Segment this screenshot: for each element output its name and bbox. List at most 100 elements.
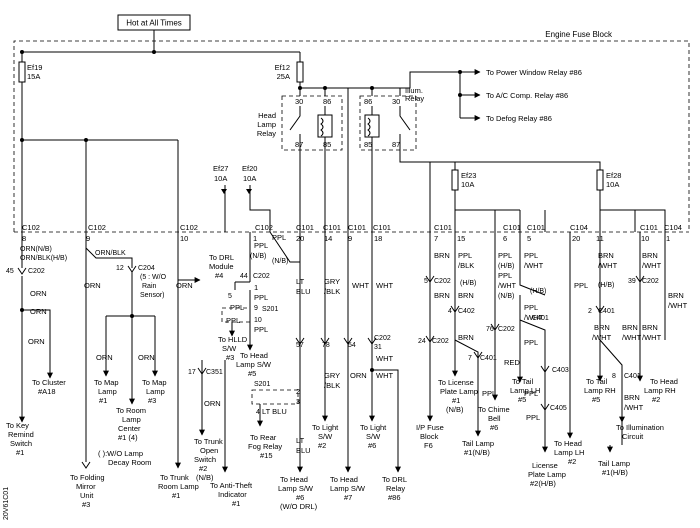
- svg-text:2: 2: [296, 389, 300, 396]
- svg-text:ORN: ORN: [204, 399, 221, 408]
- svg-text:C202: C202: [432, 338, 449, 345]
- svg-text:S/W: S/W: [318, 432, 333, 441]
- fuse-ef19: Ef19: [27, 63, 42, 72]
- svg-text:ORN: ORN: [28, 337, 45, 346]
- svg-text:C202: C202: [434, 278, 451, 285]
- svg-text:GRY: GRY: [324, 277, 340, 286]
- svg-text:To Head: To Head: [650, 377, 678, 386]
- svg-text:( ):W/O Lamp: ( ):W/O Lamp: [98, 449, 143, 458]
- svg-text:C104: C104: [570, 223, 588, 232]
- svg-text:PPL: PPL: [524, 389, 538, 398]
- svg-text:To Tail: To Tail: [512, 377, 533, 386]
- svg-text:3: 3: [296, 399, 300, 406]
- svg-text:C202: C202: [642, 278, 659, 285]
- svg-text:BLU: BLU: [296, 287, 311, 296]
- svg-text:1: 1: [666, 234, 670, 243]
- svg-text:2: 2: [588, 308, 592, 315]
- fuse-block-outline: [13, 40, 690, 232]
- svg-text:86: 86: [323, 97, 331, 106]
- svg-text:10A: 10A: [606, 180, 619, 189]
- svg-text:Head: Head: [258, 111, 276, 120]
- svg-text:BRN: BRN: [598, 251, 614, 260]
- svg-text:ORN/BLK: ORN/BLK: [95, 250, 126, 257]
- svg-text:9: 9: [86, 234, 90, 243]
- svg-text:To Room: To Room: [116, 406, 146, 415]
- fuse-ef20: Ef20: [242, 164, 257, 173]
- svg-text:12: 12: [116, 265, 124, 272]
- svg-text:Relay: Relay: [386, 484, 405, 493]
- svg-text:WHT: WHT: [376, 354, 393, 363]
- svg-text:Lamp RH: Lamp RH: [644, 386, 676, 395]
- svg-text:86: 86: [364, 97, 372, 106]
- svg-text:76: 76: [486, 326, 494, 333]
- svg-text:#3: #3: [82, 500, 90, 509]
- svg-text:WHT: WHT: [352, 281, 369, 290]
- svg-text:/WHT: /WHT: [524, 261, 544, 270]
- svg-text:#1: #1: [16, 448, 24, 457]
- svg-text:/BLK: /BLK: [324, 381, 340, 390]
- svg-text:39: 39: [628, 278, 636, 285]
- svg-text:C102: C102: [255, 223, 273, 232]
- svg-text:WHT: WHT: [376, 281, 393, 290]
- svg-text:To Head: To Head: [280, 475, 308, 484]
- svg-text:To License: To License: [438, 378, 474, 387]
- svg-text:S/W: S/W: [222, 344, 237, 353]
- svg-text:#A18: #A18: [38, 387, 56, 396]
- svg-text:#3: #3: [226, 353, 234, 362]
- svg-text:C401: C401: [532, 315, 549, 322]
- svg-text:C101: C101: [296, 223, 314, 232]
- fuse-ef23: Ef23: [461, 171, 476, 180]
- svg-text:To Head: To Head: [554, 439, 582, 448]
- svg-text:18: 18: [374, 234, 382, 243]
- fuse-ef12: Ef12: [275, 63, 290, 72]
- svg-text:#3: #3: [148, 396, 156, 405]
- svg-text:To DRL: To DRL: [382, 475, 407, 484]
- svg-text:Circuit: Circuit: [622, 432, 644, 441]
- svg-text:#6: #6: [296, 493, 304, 502]
- svg-text:4: 4: [448, 308, 452, 315]
- svg-text:Sensor): Sensor): [140, 292, 165, 299]
- svg-text:Relay: Relay: [405, 94, 424, 103]
- svg-text:15: 15: [457, 234, 465, 243]
- svg-text:Lamp: Lamp: [257, 120, 276, 129]
- svg-text:To Rear: To Rear: [250, 433, 277, 442]
- svg-text:85: 85: [364, 140, 372, 149]
- svg-text:5: 5: [527, 234, 531, 243]
- svg-text:#2: #2: [568, 457, 576, 466]
- svg-text:ORN: ORN: [96, 353, 113, 362]
- svg-text:10A: 10A: [461, 180, 474, 189]
- svg-text:RED: RED: [504, 358, 520, 367]
- svg-text:#7: #7: [344, 493, 352, 502]
- svg-text:GRY: GRY: [324, 371, 340, 380]
- svg-text:PPL: PPL: [524, 338, 538, 347]
- svg-text:PPL: PPL: [574, 281, 588, 290]
- svg-text:(N/B): (N/B): [446, 405, 464, 414]
- svg-text:Switch: Switch: [194, 455, 216, 464]
- svg-text:ORN/BLK(H/B): ORN/BLK(H/B): [20, 255, 67, 262]
- svg-text:#1(N/B): #1(N/B): [464, 448, 490, 457]
- svg-text:C101: C101: [348, 223, 366, 232]
- svg-text:#6: #6: [368, 441, 376, 450]
- svg-text:S201: S201: [254, 381, 270, 388]
- svg-text:57: 57: [296, 342, 304, 349]
- svg-text:/WHT: /WHT: [642, 261, 662, 270]
- svg-text:Lamp: Lamp: [122, 415, 141, 424]
- svg-text:#1: #1: [99, 396, 107, 405]
- svg-text:Tail Lamp: Tail Lamp: [598, 459, 630, 468]
- svg-text:10: 10: [180, 234, 188, 243]
- svg-text:(5 : W/O: (5 : W/O: [140, 274, 167, 281]
- svg-text:F6: F6: [424, 441, 433, 450]
- svg-text:Switch: Switch: [10, 439, 32, 448]
- svg-text:PPL: PPL: [498, 271, 512, 280]
- svg-text:7: 7: [468, 355, 472, 362]
- svg-text:To Light: To Light: [312, 423, 339, 432]
- svg-text:/BLK: /BLK: [458, 261, 474, 270]
- svg-text:/WHT: /WHT: [498, 283, 517, 290]
- svg-text:BRN: BRN: [642, 251, 658, 260]
- illum-relay: [359, 95, 417, 151]
- svg-text:(H/B): (H/B): [530, 288, 546, 295]
- svg-text:WHT: WHT: [376, 371, 393, 380]
- svg-text:C351: C351: [206, 369, 223, 376]
- svg-text:(N/B): (N/B): [498, 293, 514, 300]
- svg-text:78: 78: [322, 342, 330, 349]
